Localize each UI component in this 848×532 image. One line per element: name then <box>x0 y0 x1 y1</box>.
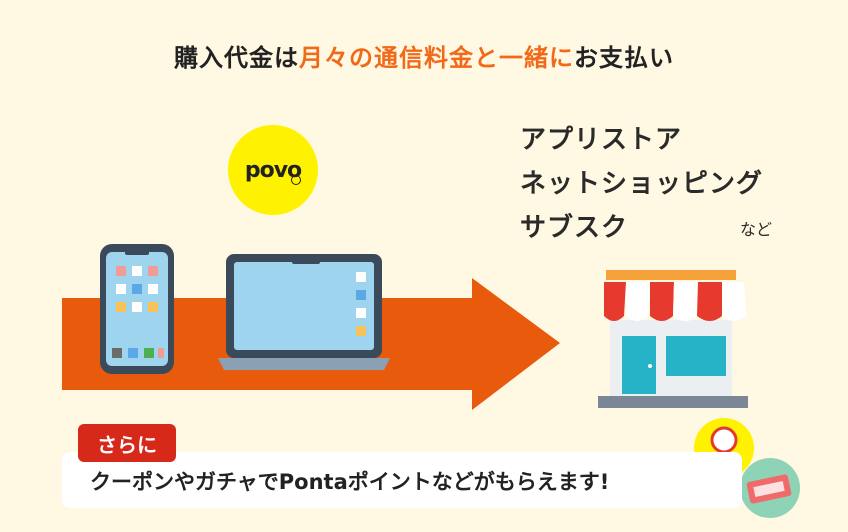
bonus-text: クーポンやガチャでPontaポイントなどがもらえます! <box>90 470 610 494</box>
store-icon <box>598 270 748 408</box>
bonus-badge: さらに <box>78 424 176 462</box>
headline-accent: 月々の通信料金と一緒に <box>299 44 574 72</box>
headline: 購入代金は月々の通信料金と一緒にお支払い <box>0 38 848 73</box>
service-etc: など <box>740 220 773 239</box>
bonus-box <box>62 452 742 508</box>
headline-part2: お支払い <box>574 44 674 72</box>
laptop-icon <box>218 254 390 370</box>
service-item-appstore: アプリストア <box>520 125 683 155</box>
service-list: アプリストア ネットショッピング サブスク <box>520 118 763 250</box>
service-item-shopping: ネットショッピング <box>520 169 764 199</box>
smartphone-icon <box>100 244 174 374</box>
coupon-icon <box>740 458 800 518</box>
headline-part1: 購入代金は <box>174 44 299 72</box>
trademark-icon <box>291 175 301 185</box>
service-item-subscription: サブスク <box>520 213 629 243</box>
povo-logo: povo <box>228 125 318 215</box>
